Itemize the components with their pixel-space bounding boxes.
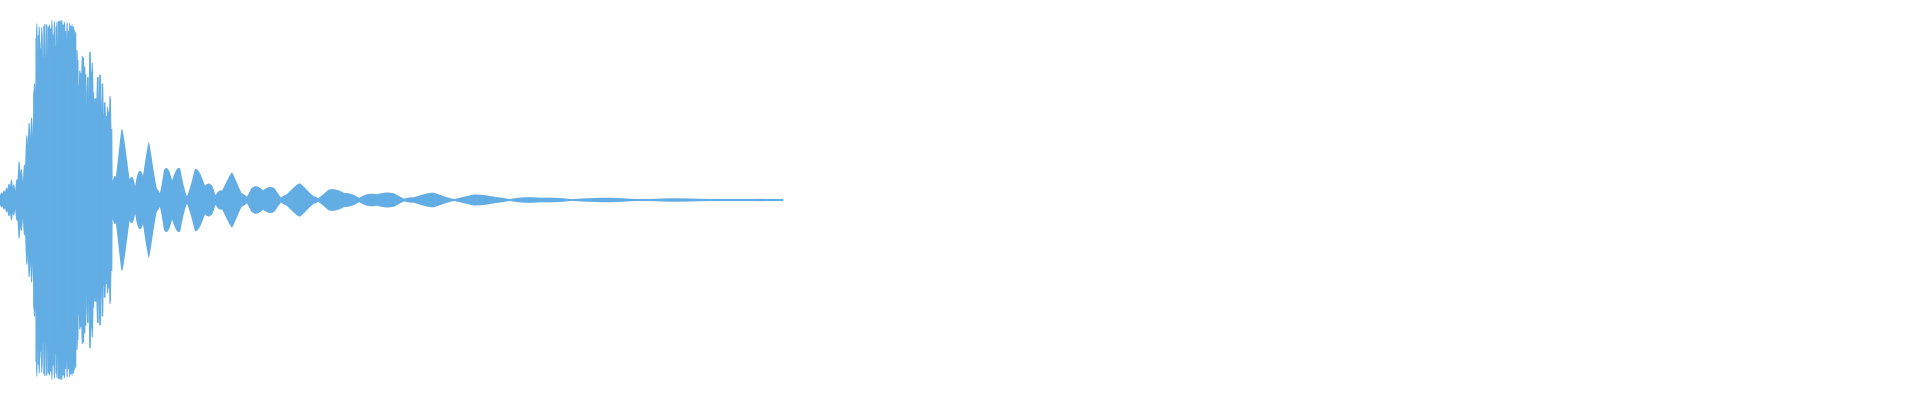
waveform-envelope [0,20,784,380]
